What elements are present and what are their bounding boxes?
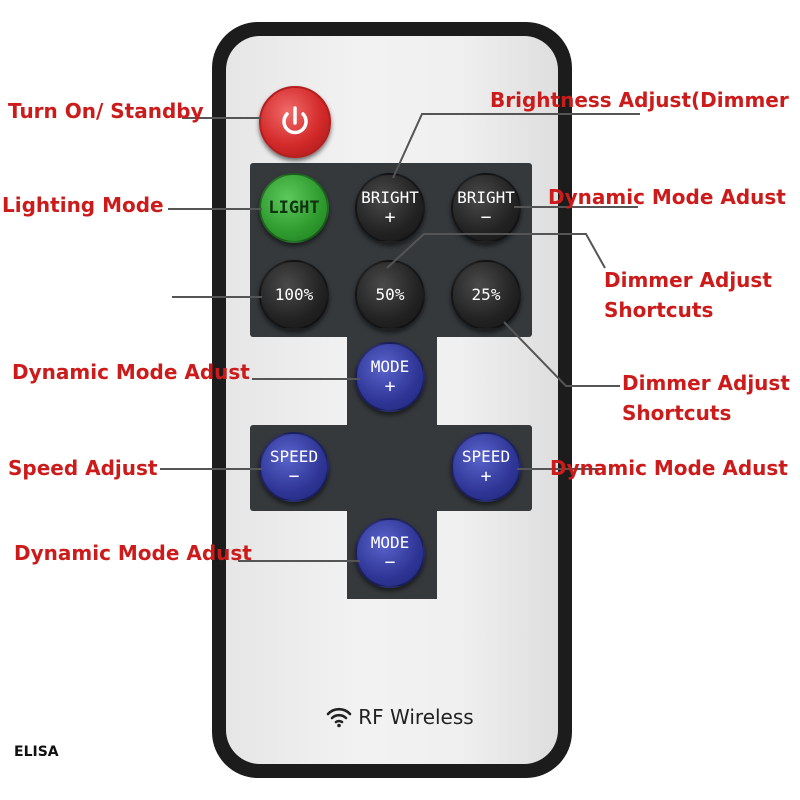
minus-sign: − xyxy=(480,206,492,228)
label-dimmer-shortcuts: Shortcuts xyxy=(604,298,714,322)
light-button[interactable]: LIGHT xyxy=(259,173,329,243)
speed-minus-button[interactable]: SPEED − xyxy=(259,432,329,502)
mode-plus-button[interactable]: MODE + xyxy=(355,342,425,412)
label-dimmer-adjust: Dimmer Adjust xyxy=(622,371,790,395)
label-dynamic-mode-adust: Dynamic Mode Adust xyxy=(14,541,252,565)
leader-brightness xyxy=(392,113,640,179)
mode-minus-label: MODE xyxy=(370,532,410,552)
label-speed-adjust: Speed Adjust xyxy=(8,456,158,480)
speed-plus-button[interactable]: SPEED + xyxy=(451,432,521,502)
plus-sign: + xyxy=(384,206,396,228)
bright-plus-label: BRIGHT xyxy=(361,187,419,207)
label-dimmer-shortcuts: Shortcuts xyxy=(622,401,732,425)
watermark-text: ELISA xyxy=(14,744,59,760)
minus-sign: − xyxy=(288,465,300,487)
brightness-100-label: 100% xyxy=(274,285,314,304)
bright-plus-button[interactable]: BRIGHT + xyxy=(355,173,425,243)
leader-dimmer-1 xyxy=(386,233,606,269)
speed-plus-label: SPEED xyxy=(461,446,511,466)
wifi-icon xyxy=(326,707,352,728)
brightness-50-label: 50% xyxy=(375,285,405,304)
label-turn-on-standby: Turn On/ Standby xyxy=(8,99,204,123)
mode-minus-button[interactable]: MODE − xyxy=(355,518,425,588)
power-icon xyxy=(282,106,308,135)
brightness-100-button[interactable]: 100% xyxy=(259,260,329,330)
brand-text: RF Wireless xyxy=(358,705,474,729)
brightness-50-button[interactable]: 50% xyxy=(355,260,425,330)
mode-plus-label: MODE xyxy=(370,356,410,376)
light-button-label: LIGHT xyxy=(268,197,320,218)
power-button[interactable] xyxy=(259,86,331,158)
leader-dimmer-2 xyxy=(503,321,620,387)
plus-sign: + xyxy=(384,375,396,397)
label-dynamic-mode-adust: Dynamic Mode Adust xyxy=(548,185,786,209)
label-dimmer-adjust: Dimmer Adjust xyxy=(604,268,772,292)
label-dynamic-mode-adust: Dynamic Mode Adust xyxy=(12,360,250,384)
plus-sign: + xyxy=(480,465,492,487)
label-brightness-adjust: Brightness Adjust(Dimmer xyxy=(490,88,789,112)
label-lighting-mode: Lighting Mode xyxy=(2,193,164,217)
bright-minus-label: BRIGHT xyxy=(457,187,515,207)
minus-sign: − xyxy=(384,551,396,573)
brightness-25-label: 25% xyxy=(471,285,501,304)
brightness-25-button[interactable]: 25% xyxy=(451,260,521,330)
speed-minus-label: SPEED xyxy=(269,446,319,466)
brand-area: RF Wireless xyxy=(300,700,500,734)
label-dynamic-mode-adust: Dynamic Mode Adust xyxy=(550,456,788,480)
bright-minus-button[interactable]: BRIGHT − xyxy=(451,173,521,243)
